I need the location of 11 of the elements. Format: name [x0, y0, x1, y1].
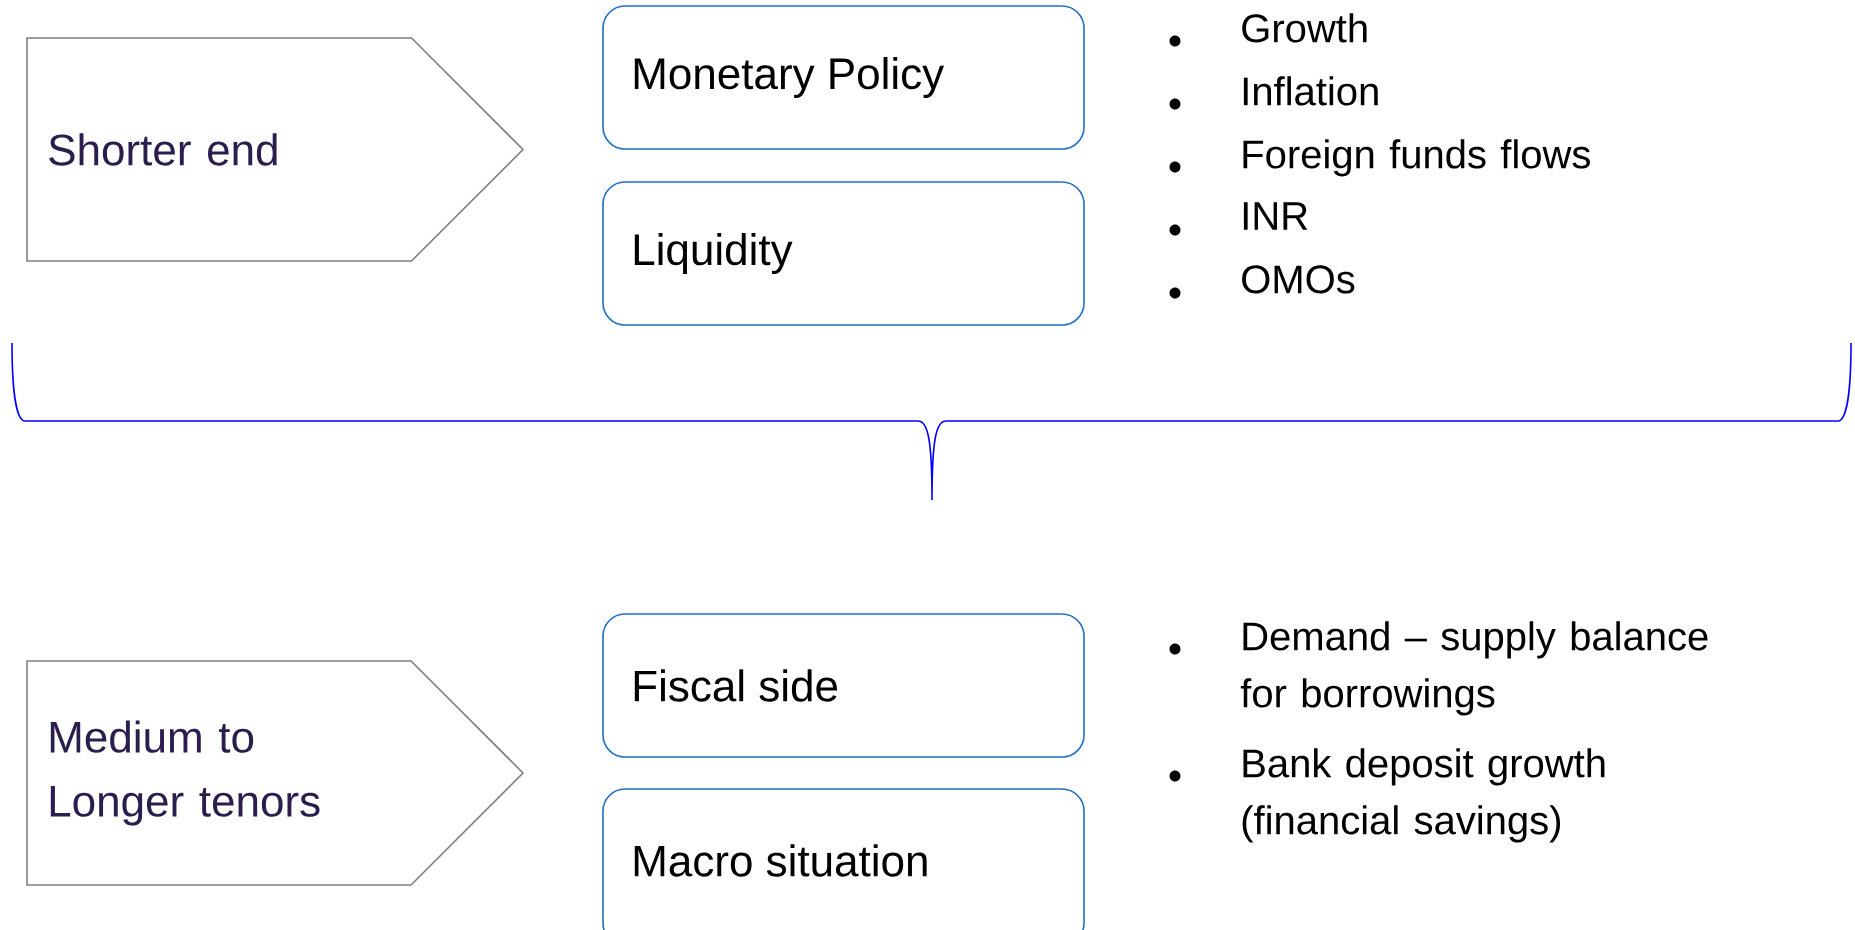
bullet-text: Growth	[1242, 13, 1367, 43]
rounded-box: Fiscal side	[602, 613, 1085, 758]
rounded-box: Liquidity	[602, 181, 1085, 326]
bullet-text: Bank deposit growth (financial savings)	[1242, 748, 1605, 843]
rounded-box: Monetary Policy	[602, 5, 1085, 150]
bullet-text: INR	[1243, 202, 1308, 230]
bullet-text: OMOs	[1242, 265, 1355, 294]
bullet-text: Foreign funds flows	[1243, 139, 1590, 177]
bullet-text: Inflation	[1243, 76, 1378, 106]
rounded-box: Macro situation	[602, 788, 1085, 930]
bullet-text: Demand – supply balance for borrowings	[1240, 621, 1708, 716]
